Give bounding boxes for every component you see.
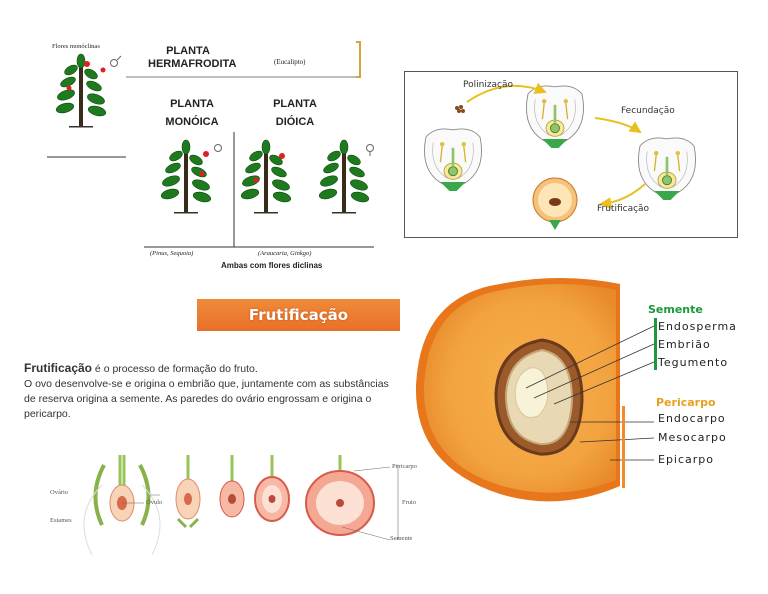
pericarpo-title: Pericarpo — [656, 396, 716, 409]
hermafrodita-title-line1: PLANTA — [166, 45, 210, 57]
monoica-example: (Pinus, Sequoia) — [150, 250, 194, 257]
hermafrodita-tree — [54, 53, 122, 128]
plant-types-illustration — [47, 41, 374, 248]
monoica-tree — [159, 139, 222, 214]
pericarpo-small-label: Pericarpo — [392, 463, 417, 470]
paragraph-line3: de reserva origina a semente. As paredes… — [24, 393, 372, 405]
fruit-anatomy-panel: Semente Endosperma Embrião Tegumento Per… — [410, 276, 768, 516]
dioica-title-line2: DIÓICA — [275, 116, 315, 128]
dioica-example: (Araucaria, Ginkgo) — [258, 250, 312, 257]
polinizacao-label: Polinização — [463, 80, 514, 90]
estames-label: Estames — [50, 517, 72, 524]
paragraph-line4: pericarpo. — [24, 408, 71, 420]
semente-small-label: Semente — [390, 535, 413, 542]
frutificacao-paragraph: Frutificação é o processo de formação do… — [24, 361, 404, 422]
dioica-male-tree — [239, 139, 293, 214]
mesocarpo-label: Mesocarpo — [658, 431, 727, 444]
embriao-label: Embrião — [658, 338, 711, 351]
banner-title: Frutificação — [248, 306, 349, 324]
seed-embryo — [514, 367, 549, 418]
frutificacao-banner: Frutificação — [197, 299, 400, 331]
fertilization-cycle-illustration — [423, 82, 697, 230]
hermafrodita-title-line2: HERMAFRODITA — [148, 58, 237, 70]
fruto-label: Fruto — [402, 499, 417, 506]
epicarpo-label: Epicarpo — [658, 453, 715, 466]
peach-cross-section — [415, 278, 657, 502]
endocarpo-label: Endocarpo — [658, 412, 726, 425]
plant-types-footer: Ambas com flores diclinas — [221, 261, 323, 270]
paragraph-line1: é o processo de formação do fruto. — [92, 363, 258, 375]
fruit-development-illustration — [83, 455, 399, 556]
monoica-title-line1: PLANTA — [170, 98, 214, 110]
young-fruit — [532, 177, 578, 230]
frutificacao-label: Frutificação — [597, 204, 650, 214]
ovario-label: Ovário — [50, 489, 69, 496]
paragraph-term: Frutificação — [24, 361, 93, 375]
fertilization-cycle-panel: Polinização Fecundação Frutificação — [404, 71, 738, 238]
flower-pollination — [423, 128, 483, 192]
dioica-title-line1: PLANTA — [273, 98, 317, 110]
paragraph-line2: O ovo desenvolve-se e origina o embrião … — [24, 378, 389, 390]
endosperma-label: Endosperma — [658, 320, 737, 333]
flower-stage — [83, 455, 161, 556]
fruit-development-panel: Ovário Óvulo Estames Pericarpo Fruto Sem… — [50, 455, 420, 560]
fecundacao-label: Fecundação — [621, 106, 675, 116]
pollen-cluster — [455, 105, 465, 113]
tegumento-label: Tegumento — [658, 356, 729, 369]
hermafrodita-example: (Eucalipto) — [274, 58, 306, 66]
dioica-female-tree — [317, 139, 374, 214]
flower-pollinated — [525, 85, 585, 149]
semente-title: Semente — [648, 303, 703, 316]
ovulo-label: Óvulo — [146, 499, 163, 506]
plant-types-panel: Flores monóclinas PLANTA HERMAFRODITA (E… — [44, 32, 384, 277]
flower-fertilized — [637, 137, 697, 201]
monoica-title-line2: MONÓICA — [165, 116, 219, 128]
flores-monoclinas-label: Flores monóclinas — [52, 43, 100, 50]
